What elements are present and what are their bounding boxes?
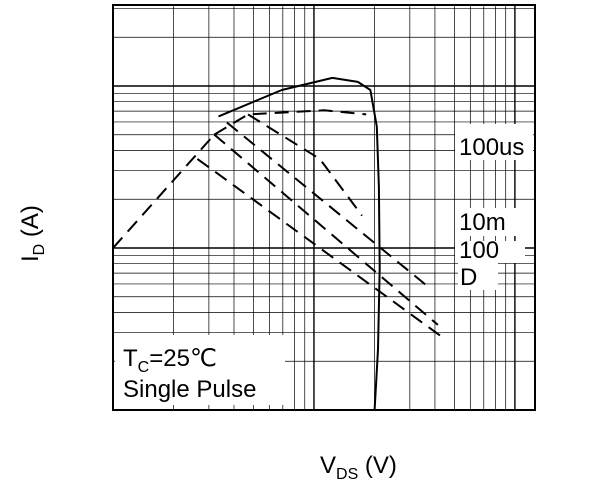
curve-label-100: 100 xyxy=(459,237,499,264)
curve-label-d: D xyxy=(460,264,477,291)
series-line-1 xyxy=(213,109,367,136)
series-line-6 xyxy=(218,76,381,411)
annotation-single-pulse: Single Pulse xyxy=(123,376,256,403)
series-line-0 xyxy=(112,133,216,249)
plot-frame xyxy=(112,4,536,411)
y-axis-label: ID (A) xyxy=(17,205,48,262)
series-line-2 xyxy=(247,113,363,217)
x-axis-label: VDS (V) xyxy=(320,452,397,483)
series-group xyxy=(112,76,443,411)
curve-label-100us: 100us xyxy=(459,134,524,161)
curve-label-10m: 10m xyxy=(459,209,506,236)
series-line-3 xyxy=(226,121,426,286)
annotation-tc: TC=25℃ xyxy=(123,345,217,376)
annotation-box xyxy=(115,335,285,405)
series-line-4 xyxy=(213,133,439,326)
series-line-5 xyxy=(196,158,443,338)
